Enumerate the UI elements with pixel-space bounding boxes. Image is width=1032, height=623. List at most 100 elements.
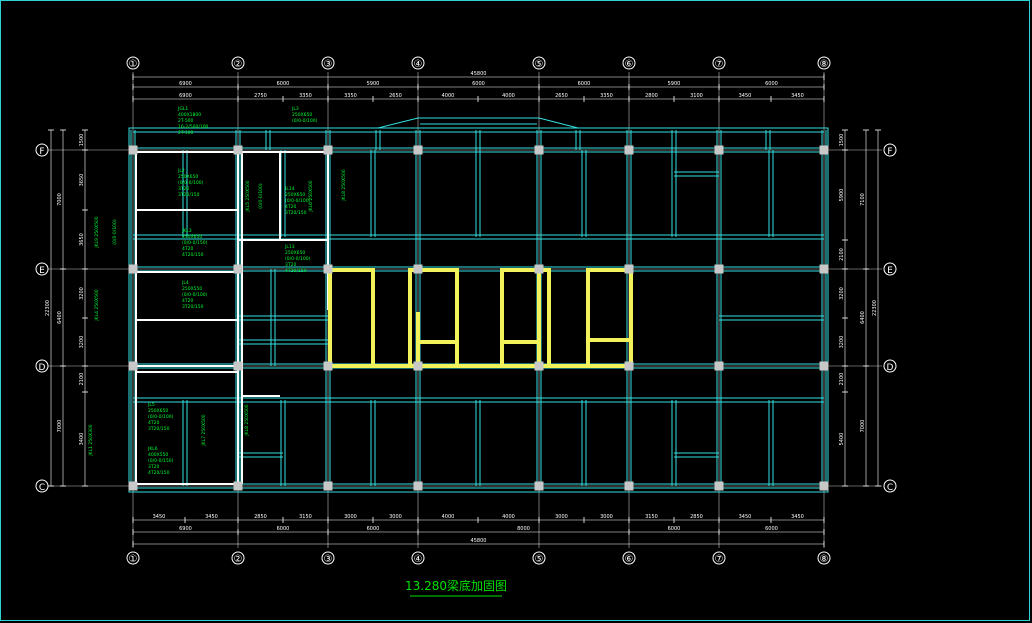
beam-annotation-vertical: JKL5 250X500 (245, 180, 251, 212)
dim-left-outer-text: 3650 (79, 233, 85, 246)
column (413, 481, 423, 491)
axis-label-y: F (39, 147, 44, 157)
axis-label-x: ② (234, 554, 243, 565)
column (819, 264, 829, 274)
beam-annotation: 3T20 (285, 262, 296, 268)
axis-bubble (622, 56, 636, 70)
axis-label-x: ⑦ (715, 59, 724, 70)
dim-left-outer-text: 2100 (79, 373, 85, 386)
dim-left-outer-text: 3200 (79, 287, 85, 300)
column (233, 145, 243, 155)
column (534, 145, 544, 155)
axis-label-y: D (887, 363, 894, 373)
beam-annotation: 4T20 (182, 246, 193, 252)
dim-bottom-row2-text: 6000 (765, 526, 778, 532)
dim-bottom-total-text: 45800 (471, 538, 487, 544)
dim-bottom-row1-text: 3450 (739, 514, 752, 520)
beam-annotation: 4T20 (285, 204, 296, 210)
dim-top-row2-text: 2750 (254, 93, 267, 99)
beam-annotation: 3T20 (178, 186, 189, 192)
axis-bubble (411, 551, 425, 565)
beam-annotation-vertical: JKL4 250X500 (94, 289, 100, 321)
beam-annotation-vertical: JKL7 250X500 (201, 414, 207, 446)
beam-annotation: JL3 (291, 106, 299, 112)
axis-bubble (532, 56, 546, 70)
beam-annotation: 3T20/150 (148, 426, 170, 432)
dim-right-outer-text: 3200 (839, 336, 845, 349)
column (819, 481, 829, 491)
dim-right-outer-text: 2100 (839, 373, 845, 386)
dim-top-row2-text: 3450 (739, 93, 752, 99)
column (819, 145, 829, 155)
column (128, 481, 138, 491)
dim-left-outer-text: 3650 (79, 174, 85, 187)
column (714, 481, 724, 491)
dim-bottom-row1-text: 3450 (205, 514, 218, 520)
beam-annotation: (0/0-0/150) (182, 240, 208, 246)
reinforced-beam (135, 151, 239, 485)
axis-label-x: ④ (414, 554, 423, 565)
axis-label-x: ⑦ (715, 554, 724, 565)
dim-right-outer-text: 5400 (839, 433, 845, 446)
dim-bottom-row2-text: 6000 (668, 526, 681, 532)
beam-annotation: 4T20 (148, 420, 159, 426)
drawing-title: 13.280梁底加固图 (405, 578, 507, 593)
beam-annotation: JKL3 (181, 228, 192, 234)
dim-top-row1-text: 5900 (668, 81, 681, 87)
beam-annotation: (0/0-0/100) (292, 118, 318, 124)
axis-bubble (126, 551, 140, 565)
axis-label-x: ③ (324, 554, 333, 565)
column (819, 361, 829, 371)
column (534, 361, 544, 371)
axis-label-x: ⑧ (820, 59, 829, 70)
column (128, 361, 138, 371)
dim-bottom-row1-text: 3000 (555, 514, 568, 520)
dim-top-row1-text: 5900 (367, 81, 380, 87)
axis-bubble (411, 56, 425, 70)
column (534, 481, 544, 491)
core-wall (586, 268, 633, 368)
column (233, 361, 243, 371)
dim-top-row1-text: 6000 (765, 81, 778, 87)
axis-label-x: ① (129, 554, 138, 565)
dim-right-outer-text: 5900 (839, 189, 845, 202)
dim-bottom-row2-text: 8000 (517, 526, 530, 532)
axis-label-y: E (39, 266, 45, 276)
column (624, 361, 634, 371)
column (413, 145, 423, 155)
beam-annotation: (0/0-0/100) (182, 292, 208, 298)
dim-top-row1-text: 6000 (472, 81, 485, 87)
axis-bubble (883, 143, 897, 157)
beam-annotation: 2T-100 (178, 130, 194, 136)
column (714, 145, 724, 155)
dim-right-mid-text: 6400 (860, 311, 866, 324)
dim-left-outer-text: 1500 (79, 134, 85, 147)
beam-annotation: JKL6 (147, 446, 158, 452)
core-wall (328, 268, 375, 368)
beam-annotation: 16-2/500/100 (178, 124, 209, 130)
axis-bubble (231, 551, 245, 565)
beam-annotation: 4T20/150 (182, 252, 204, 258)
dim-top-row2-text: 3100 (690, 93, 703, 99)
beam-annotation: 250X650 (285, 250, 305, 256)
column (233, 481, 243, 491)
dim-bottom-row1-text: 3150 (645, 514, 658, 520)
beam-annotation-vertical: JKL8 250X500 (341, 169, 347, 201)
axis-bubble (532, 551, 546, 565)
beam-annotation: (0/0-0/100) (178, 180, 204, 186)
axis-bubble (35, 262, 49, 276)
dim-top-row1-text: 6900 (179, 81, 192, 87)
roof-edge (377, 117, 419, 129)
dim-top-row2-text: 3350 (600, 93, 613, 99)
axis-bubble (35, 359, 49, 373)
dim-left-mid-text: 7000 (57, 420, 63, 433)
axis-label-y: D (39, 363, 46, 373)
dim-top-row2-text: 2650 (555, 93, 568, 99)
dim-right-total-text: 22300 (872, 300, 878, 316)
outer-outline (128, 127, 829, 493)
dim-top-row2-text: 4000 (442, 93, 455, 99)
axis-bubble (817, 551, 831, 565)
column (413, 361, 423, 371)
axis-bubble (712, 551, 726, 565)
